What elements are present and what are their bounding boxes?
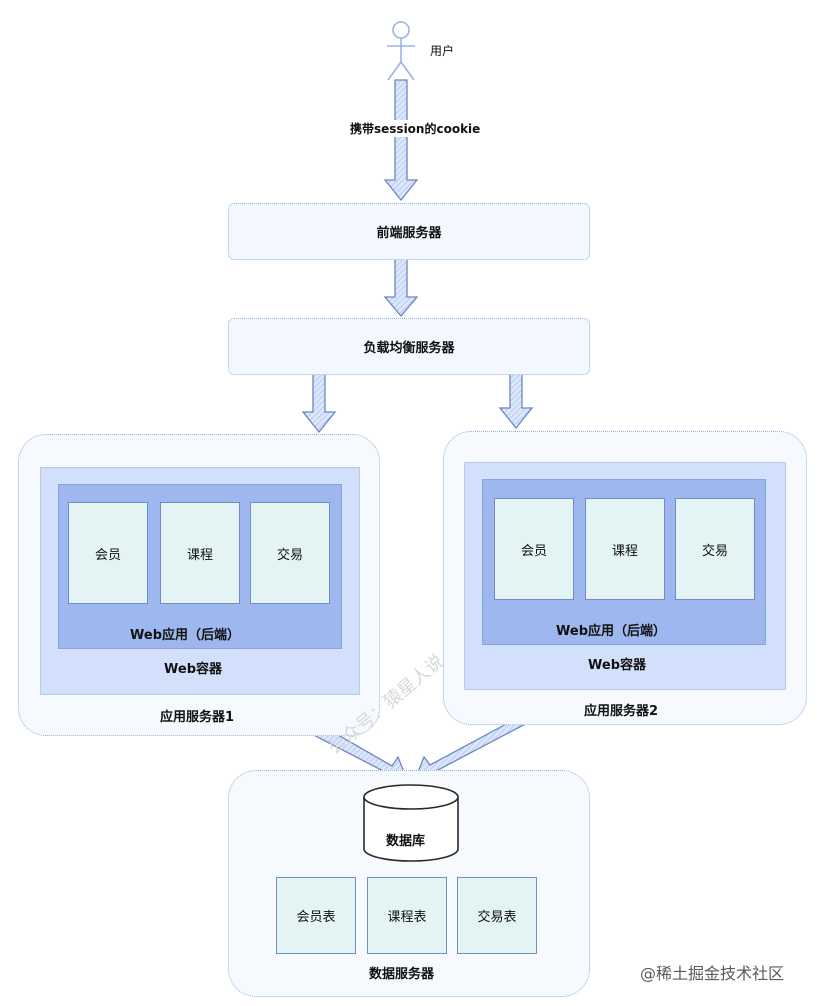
front-server-label: 前端服务器 bbox=[376, 226, 442, 241]
edge-label-cookie: 携带session的cookie bbox=[348, 120, 483, 137]
module-trade-1: 交易 bbox=[250, 502, 330, 604]
load-balancer-label: 负载均衡服务器 bbox=[363, 341, 455, 356]
table-member: 会员表 bbox=[276, 877, 356, 954]
app-server-1-label: 应用服务器1 bbox=[160, 710, 235, 725]
web-container-2-label: Web容器 bbox=[588, 658, 646, 673]
module-course-2: 课程 bbox=[585, 498, 665, 600]
web-container-1-label: Web容器 bbox=[164, 662, 222, 677]
module-course-1: 课程 bbox=[160, 502, 240, 604]
database-label: 数据库 bbox=[386, 834, 426, 849]
module-member-1: 会员 bbox=[68, 502, 148, 604]
web-app-2-label: Web应用（后端） bbox=[556, 624, 666, 639]
front-server-box: 前端服务器 bbox=[228, 203, 590, 260]
module-trade-2: 交易 bbox=[675, 498, 755, 600]
user-label: 用户 bbox=[430, 44, 455, 58]
arrow-lb-to-app1 bbox=[301, 372, 337, 434]
table-course: 课程表 bbox=[367, 877, 447, 954]
app-server-2-label: 应用服务器2 bbox=[584, 704, 659, 719]
footer-watermark: @稀土掘金技术社区 bbox=[640, 964, 785, 983]
user-icon bbox=[387, 21, 415, 81]
arrow-front-to-lb bbox=[383, 257, 419, 318]
web-app-1-label: Web应用（后端） bbox=[130, 628, 240, 643]
data-server-label: 数据服务器 bbox=[369, 967, 435, 982]
load-balancer-box: 负载均衡服务器 bbox=[228, 318, 590, 375]
table-trade: 交易表 bbox=[457, 877, 537, 954]
arrow-user-to-front bbox=[383, 79, 419, 202]
arrow-lb-to-app2 bbox=[498, 369, 534, 430]
module-member-2: 会员 bbox=[494, 498, 574, 600]
